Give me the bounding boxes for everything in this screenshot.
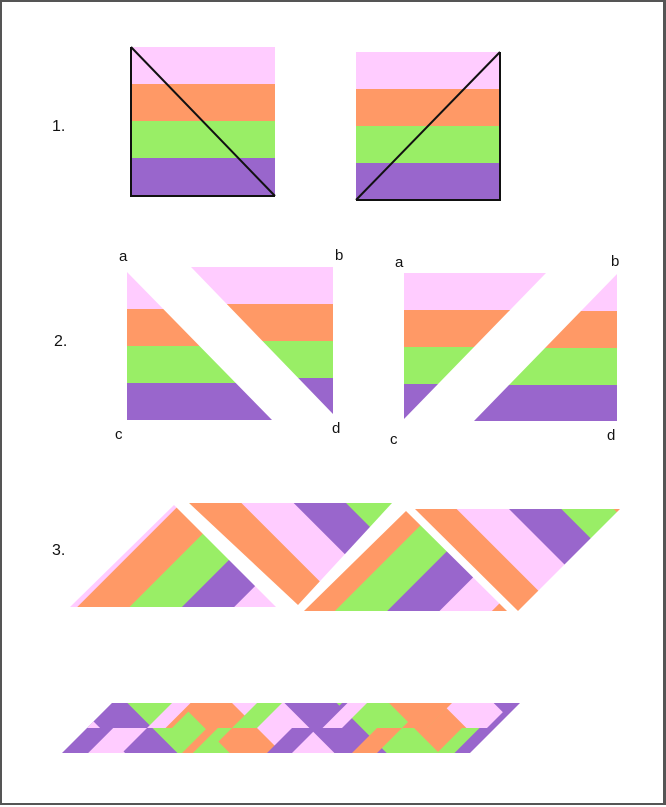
corner-label-c: c	[115, 426, 123, 443]
orange-strip	[131, 84, 275, 121]
corner-label-b: b	[335, 247, 343, 264]
pink-strip	[356, 52, 500, 89]
corner-label-a: a	[119, 248, 128, 265]
pink-strip	[131, 47, 275, 84]
striped-square-left	[131, 47, 275, 196]
corner-label-c: c	[390, 431, 398, 448]
step-1-label: 1.	[52, 118, 65, 135]
green-strip	[131, 121, 275, 158]
step-3-label: 3.	[52, 542, 65, 559]
braided-border-strip	[57, 700, 527, 756]
purple-strip	[356, 163, 500, 200]
step-2-label: 2.	[54, 333, 67, 350]
corner-label-d: d	[607, 427, 615, 444]
corner-label-a: a	[395, 254, 404, 271]
orange-strip	[356, 89, 500, 126]
joined-strip-row	[62, 497, 625, 615]
purple-strip	[131, 158, 275, 196]
corner-label-b: b	[611, 253, 619, 270]
green-strip	[356, 126, 500, 163]
striped-square-right	[356, 52, 500, 200]
corner-label-d: d	[332, 420, 340, 437]
